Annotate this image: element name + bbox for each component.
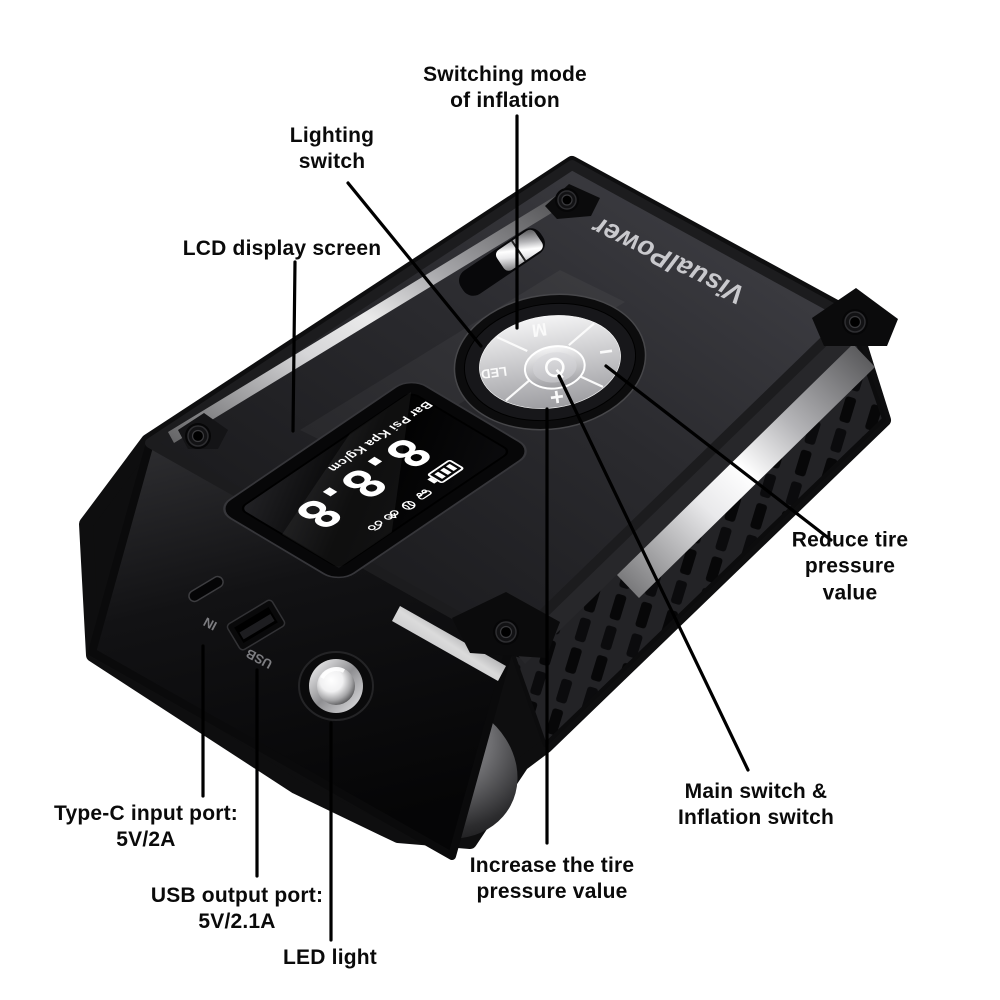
label-lcd-screen: LCD display screen — [182, 236, 382, 260]
leader-lcd-screen — [291, 260, 297, 433]
car-icon — [416, 489, 432, 500]
control-pad: M LED − + — [453, 293, 647, 431]
label-led-light: LED light — [283, 945, 377, 969]
leader-lines — [201, 114, 833, 942]
label-usb-port: USB output port: 5V/2.1A — [150, 883, 324, 933]
flashlight — [298, 651, 374, 721]
label-lighting-switch: Lighting switch — [289, 123, 375, 173]
power-button — [523, 345, 586, 390]
label-type-c-port: Type-C input port: 5V/2A — [53, 801, 239, 851]
screw-icon — [185, 423, 211, 449]
lcd-display: 8.8.8 Bar Psi Kpa Kg/cm — [223, 381, 527, 579]
plus-button-label: + — [548, 382, 566, 411]
label-main-switch: Main switch & Inflation switch — [677, 779, 835, 829]
type-c-port-label: IN — [201, 614, 220, 633]
battery-icon — [427, 459, 464, 484]
bicycle-icon — [383, 510, 399, 520]
top-edge-strip — [168, 192, 568, 443]
leader-main-switch — [557, 374, 750, 772]
lcd-mode-icons — [367, 489, 432, 531]
motorcycle-icon — [367, 520, 383, 531]
label-reduce-pressure: Reduce tire pressure value — [791, 528, 909, 605]
silver-chamfer-strip — [617, 344, 875, 598]
mode-button-label: M — [531, 319, 549, 341]
screw-icon — [493, 619, 519, 645]
front-chamfer-highlight — [392, 606, 506, 681]
leader-reduce-pressure — [604, 364, 833, 542]
led-button-label: LED — [480, 364, 508, 382]
usb-port — [226, 599, 286, 651]
ball-icon — [401, 501, 416, 510]
type-c-port — [188, 575, 224, 603]
minus-button-label: − — [597, 337, 615, 366]
screws — [185, 188, 868, 645]
screw-icon — [555, 188, 579, 212]
device-body: VisualPower M — [79, 156, 898, 860]
power-icon — [544, 357, 565, 379]
side-top-band — [510, 317, 864, 664]
label-switching-mode: Switching mode of inflation — [423, 62, 587, 112]
leader-lighting-switch — [346, 181, 483, 348]
label-increase-pressure: Increase the tire pressure value — [469, 853, 635, 903]
screw-icon — [842, 309, 868, 335]
